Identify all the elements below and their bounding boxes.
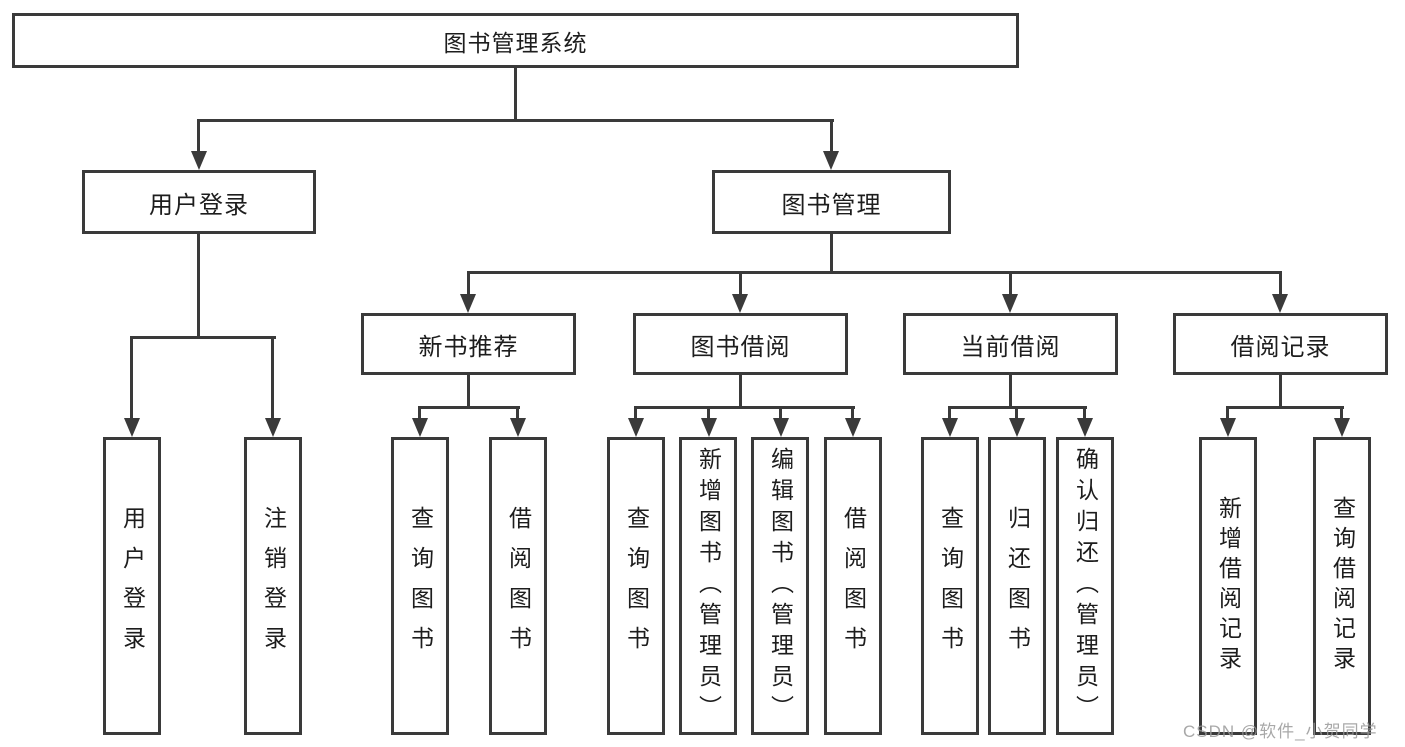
arrowhead-book-borrow: [732, 294, 748, 313]
node-book-borrowing: 图书借阅: [633, 313, 848, 375]
node-label: 确认归还（管理员）: [1072, 446, 1099, 726]
connector-drop: [1226, 407, 1229, 420]
node-user-login: 用户登录: [82, 170, 316, 234]
connector-drop-current-borrow: [1009, 272, 1012, 296]
node-borrowing-records: 借阅记录: [1173, 313, 1388, 375]
connector-book-mgmt-hline: [467, 271, 1282, 274]
connector-drop-leaf-logout: [271, 337, 274, 420]
leaf-query-book-current: 查询图书: [921, 437, 979, 735]
connector-drop: [779, 407, 782, 420]
node-label: 借阅图书: [840, 506, 867, 666]
connector-drop: [1083, 407, 1086, 420]
arrowhead: [773, 418, 789, 437]
leaf-borrow-book: 借阅图书: [824, 437, 882, 735]
node-label: 借阅图书: [505, 506, 532, 666]
node-current-borrowing: 当前借阅: [903, 313, 1118, 375]
csdn-watermark: CSDN @软件_小贺同学: [1183, 722, 1378, 741]
connector-borrow-records-stem: [1279, 375, 1282, 407]
leaf-add-borrow-record: 新增借阅记录: [1199, 437, 1257, 735]
leaf-confirm-return-admin: 确认归还（管理员）: [1056, 437, 1114, 735]
node-label: 查询图书: [407, 506, 434, 666]
arrowhead-leaf-logout: [265, 418, 281, 437]
arrowhead: [845, 418, 861, 437]
leaf-logout: 注销登录: [244, 437, 302, 735]
leaf-query-borrow-record: 查询借阅记录: [1313, 437, 1371, 735]
leaf-borrow-book-recommend: 借阅图书: [489, 437, 547, 735]
connector-drop-user-login: [197, 120, 200, 153]
node-label: 注销登录: [260, 506, 287, 666]
arrowhead: [1009, 418, 1025, 437]
connector-drop-new-book-rec: [467, 272, 470, 296]
connector-drop-borrow-records: [1279, 272, 1282, 296]
connector-drop: [948, 407, 951, 420]
connector-drop: [418, 407, 421, 420]
arrowhead: [942, 418, 958, 437]
arrowhead: [701, 418, 717, 437]
connector-current-borrow-stem: [1009, 375, 1012, 407]
node-label: 用户登录: [149, 191, 249, 219]
connector-drop: [851, 407, 854, 420]
connector-drop-book-mgmt: [830, 120, 833, 153]
connector-new-book-rec-stem: [467, 375, 470, 407]
arrowhead-new-book-rec: [460, 294, 476, 313]
connector-new-book-rec-hline: [418, 406, 520, 409]
connector-drop: [1015, 407, 1018, 420]
arrowhead: [628, 418, 644, 437]
leaf-add-book-admin: 新增图书（管理员）: [679, 437, 737, 735]
node-label: 查询图书: [623, 506, 650, 666]
node-label: 查询图书: [937, 506, 964, 666]
node-label: 图书借阅: [690, 333, 791, 361]
node-label: 图书管理: [781, 191, 882, 219]
arrowhead-book-mgmt: [823, 151, 839, 170]
leaf-query-book-borrow: 查询图书: [607, 437, 665, 735]
node-label: 借阅记录: [1230, 333, 1331, 361]
node-label: 查询借阅记录: [1329, 496, 1356, 676]
connector-user-login-stem: [197, 234, 200, 337]
arrowhead: [412, 418, 428, 437]
node-new-book-recommendation: 新书推荐: [361, 313, 576, 375]
node-label: 用户登录: [119, 506, 146, 666]
connector-book-borrow-hline: [634, 406, 855, 409]
leaf-user-login: 用户登录: [103, 437, 161, 735]
connector-drop: [707, 407, 710, 420]
connector-root-hline: [197, 119, 834, 122]
node-label: 归还图书: [1004, 506, 1031, 666]
connector-drop-book-borrow: [739, 272, 742, 296]
arrowhead: [1077, 418, 1093, 437]
node-library-management-system: 图书管理系统: [12, 13, 1019, 68]
arrowhead-current-borrow: [1002, 294, 1018, 313]
connector-drop: [634, 407, 637, 420]
arrowhead: [510, 418, 526, 437]
node-label: 编辑图书（管理员）: [767, 446, 794, 726]
node-label: 新增图书（管理员）: [695, 446, 722, 726]
connector-drop: [516, 407, 519, 420]
connector-drop-leaf-user-login: [130, 337, 133, 420]
arrowhead-borrow-records: [1272, 294, 1288, 313]
node-book-management: 图书管理: [712, 170, 951, 234]
connector-book-mgmt-stem: [830, 234, 833, 272]
node-label: 新书推荐: [418, 333, 519, 361]
arrowhead-leaf-user-login: [124, 418, 140, 437]
leaf-return-book: 归还图书: [988, 437, 1046, 735]
arrowhead: [1220, 418, 1236, 437]
connector-borrow-records-hline: [1226, 406, 1344, 409]
node-label: 当前借阅: [960, 333, 1061, 361]
leaf-edit-book-admin: 编辑图书（管理员）: [751, 437, 809, 735]
arrowhead: [1334, 418, 1350, 437]
connector-user-login-hline: [130, 336, 276, 339]
node-label: 图书管理系统: [443, 29, 588, 56]
leaf-query-book-recommend: 查询图书: [391, 437, 449, 735]
connector-root-stem: [514, 68, 517, 120]
connector-book-borrow-stem: [739, 375, 742, 407]
node-label: 新增借阅记录: [1215, 496, 1242, 676]
arrowhead-user-login: [191, 151, 207, 170]
connector-drop: [1340, 407, 1343, 420]
